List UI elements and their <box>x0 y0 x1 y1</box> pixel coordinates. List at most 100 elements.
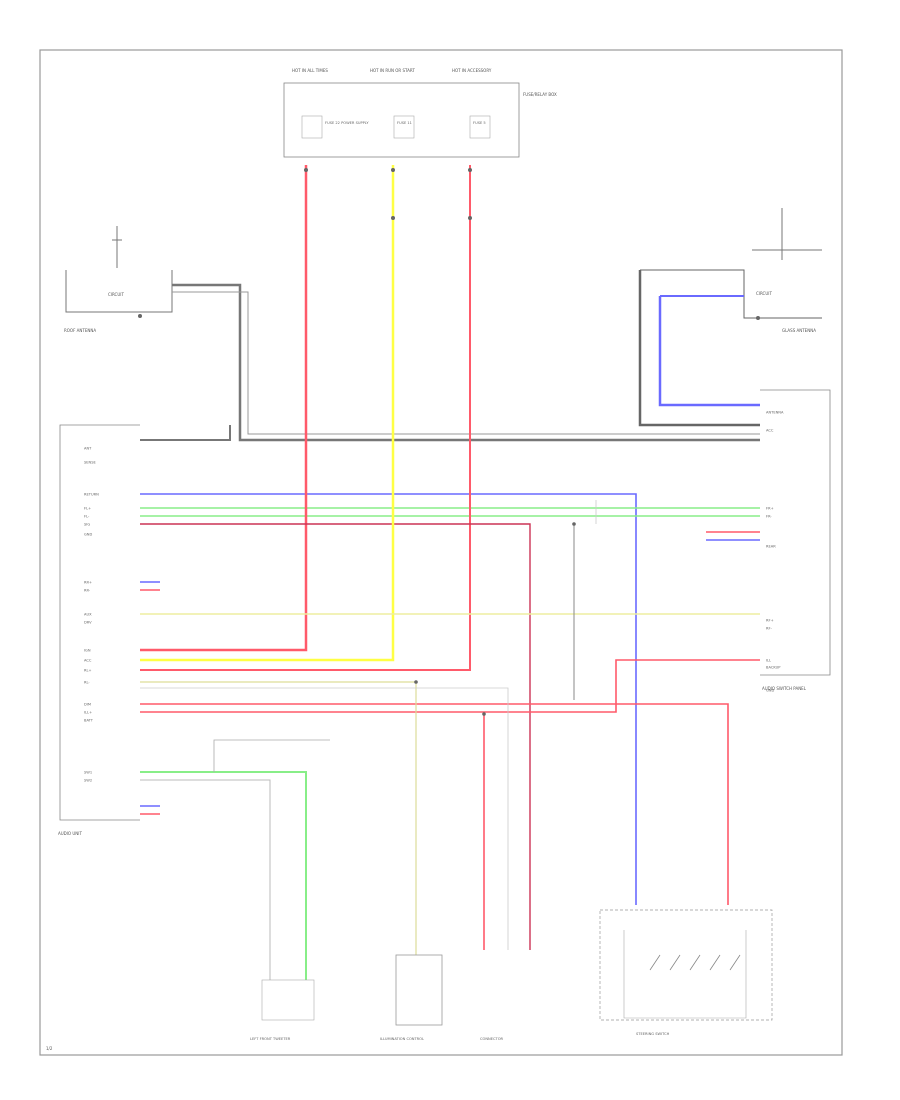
diagram-border <box>39 49 843 1056</box>
fuse-box-label: FUSE/RELAY BOX <box>523 92 557 97</box>
left-pin-label: RR+ <box>84 581 92 585</box>
wire-green-tweeter <box>140 771 307 980</box>
roof-antenna-ground <box>138 314 142 318</box>
left-pin-label: RL+ <box>84 669 92 673</box>
wire-gray-tweeter-branch <box>213 739 330 772</box>
left-pin-label: SW2 <box>84 779 92 783</box>
fuse-element-2 <box>393 115 415 139</box>
audio-unit-label: AUDIO UNIT <box>58 831 82 836</box>
splice-dot <box>391 168 395 172</box>
left-pin-label: GND <box>84 533 92 537</box>
tweeter-outline <box>261 979 315 1021</box>
right-pin-label: FR- <box>766 515 772 519</box>
wire-blue-glass-antenna <box>658 296 760 407</box>
wire-red-fuse-5 <box>140 165 471 671</box>
left-pin-label: SENSE <box>84 461 97 465</box>
wire-yellow-fuse-11 <box>140 165 395 662</box>
antenna-cable-roof-shield <box>172 291 760 435</box>
right-pin-label: FR+ <box>766 507 774 511</box>
fuse-element-3 <box>469 115 491 139</box>
illumination-control-outline <box>395 954 443 1026</box>
splice-dot <box>468 216 472 220</box>
audio-switch-panel-label: AUDIO SWITCH PANEL <box>762 686 807 691</box>
antenna-cable-unit <box>140 425 231 441</box>
left-pin-label: AUX <box>84 613 92 617</box>
wire-red-switch <box>140 703 729 905</box>
left-front-tweeter: LEFT FRONT TWEETER <box>250 979 315 1041</box>
right-pin-label: BACKUP <box>766 666 781 670</box>
left-pin-label: ILL+ <box>84 711 92 715</box>
steering-switch-outline <box>599 909 773 1021</box>
splice-dot <box>304 168 308 172</box>
steering-switch-inner <box>623 930 747 1019</box>
roof-antenna-label: ROOF ANTENNA <box>64 328 96 333</box>
roof-antenna-box <box>65 270 173 313</box>
splice-dot <box>391 216 395 220</box>
left-pin-label: RR- <box>84 589 91 593</box>
fuse-box-outline <box>283 82 520 158</box>
audio-switch-panel: AUDIO SWITCH PANEL <box>760 389 831 691</box>
right-pin-label: ANTENNA <box>766 411 784 415</box>
wire-gray-connector <box>140 687 509 950</box>
wire-gray-tweeter <box>140 779 271 980</box>
fuse-top-label-2: HOT IN RUN OR START <box>370 68 415 73</box>
right-pin-label: ACC <box>766 429 774 433</box>
wire-yellow-illumination <box>140 681 417 955</box>
steering-switch-contacts <box>649 954 741 971</box>
glass-antenna-ground <box>756 316 760 320</box>
antenna-cable-glass <box>638 270 760 427</box>
right-pin-label: REAR <box>766 545 776 549</box>
left-pin-label: ANT <box>84 447 92 451</box>
glass-antenna-label: GLASS ANTENNA <box>782 328 816 333</box>
left-pin-label: DIM <box>84 703 91 707</box>
illumination-control-label: ILLUMINATION CONTROL <box>380 1037 424 1041</box>
left-pin-labels: ANT SENSE RETURN FL+ FL- SIG GND RR+ RR- AUX DRV IG… <box>84 447 99 783</box>
splice-dot <box>414 680 418 684</box>
left-pin-label: BATT <box>84 719 94 723</box>
illumination-control: ILLUMINATION CONTROL <box>380 954 443 1041</box>
left-pin-label: IGN <box>84 649 91 653</box>
left-pin-label: DRV <box>84 621 92 625</box>
splice-dot <box>468 168 472 172</box>
antenna-cable-roof <box>172 283 760 442</box>
roof-antenna: CIRCUIT ROOF ANTENNA <box>64 226 173 333</box>
fuse-name-1: FUSE 22 POWER SUPPLY <box>325 121 369 125</box>
fuse-top-label-3: HOT IN ACCESSORY <box>452 68 492 73</box>
glass-antenna: CIRCUIT GLASS ANTENNA <box>640 208 822 333</box>
audio-switch-panel-outline <box>760 389 831 676</box>
page-corner-label: 1/2 <box>46 1046 53 1051</box>
steering-switch-label: STEERING SWITCH <box>636 1032 670 1036</box>
left-pin-label: FL- <box>84 515 90 519</box>
splice-dot <box>572 522 576 526</box>
left-pin-label: RL- <box>84 681 90 685</box>
glass-antenna-circuit-label: CIRCUIT <box>756 291 772 296</box>
right-pin-label: GND <box>766 689 774 693</box>
wire-red-dark <box>140 523 531 950</box>
steering-switch: STEERING SWITCH <box>599 909 773 1036</box>
fuse-name-2: FUSE 11 <box>397 121 412 125</box>
fuse-box: HOT IN ALL TIMES HOT IN RUN OR START HOT… <box>283 68 557 158</box>
audio-unit-outline <box>59 424 140 821</box>
tweeter-label: LEFT FRONT TWEETER <box>250 1037 291 1041</box>
connector-label: CONNECTOR <box>480 1037 504 1041</box>
fuse-element-1 <box>301 115 323 139</box>
right-pin-label: RF- <box>766 627 773 631</box>
left-pin-label: ACC <box>84 659 92 663</box>
audio-unit: AUDIO UNIT <box>58 424 140 836</box>
left-pin-label: SIG <box>84 523 90 527</box>
left-pin-label: RETURN <box>84 493 99 497</box>
fuse-name-3: FUSE 5 <box>473 121 486 125</box>
glass-antenna-box <box>640 269 822 319</box>
wire-red-fuse-22 <box>140 165 308 652</box>
wire-blue-switch <box>140 493 637 905</box>
roof-antenna-circuit-label: CIRCUIT <box>108 292 124 297</box>
right-pin-label: ILL <box>766 659 771 663</box>
wire-red-backup <box>140 659 760 713</box>
splice-dot <box>482 712 486 716</box>
fuse-top-label-1: HOT IN ALL TIMES <box>292 68 328 73</box>
connector: CONNECTOR <box>480 1037 504 1041</box>
left-pin-label: SW1 <box>84 771 92 775</box>
left-pin-label: FL+ <box>84 507 91 511</box>
